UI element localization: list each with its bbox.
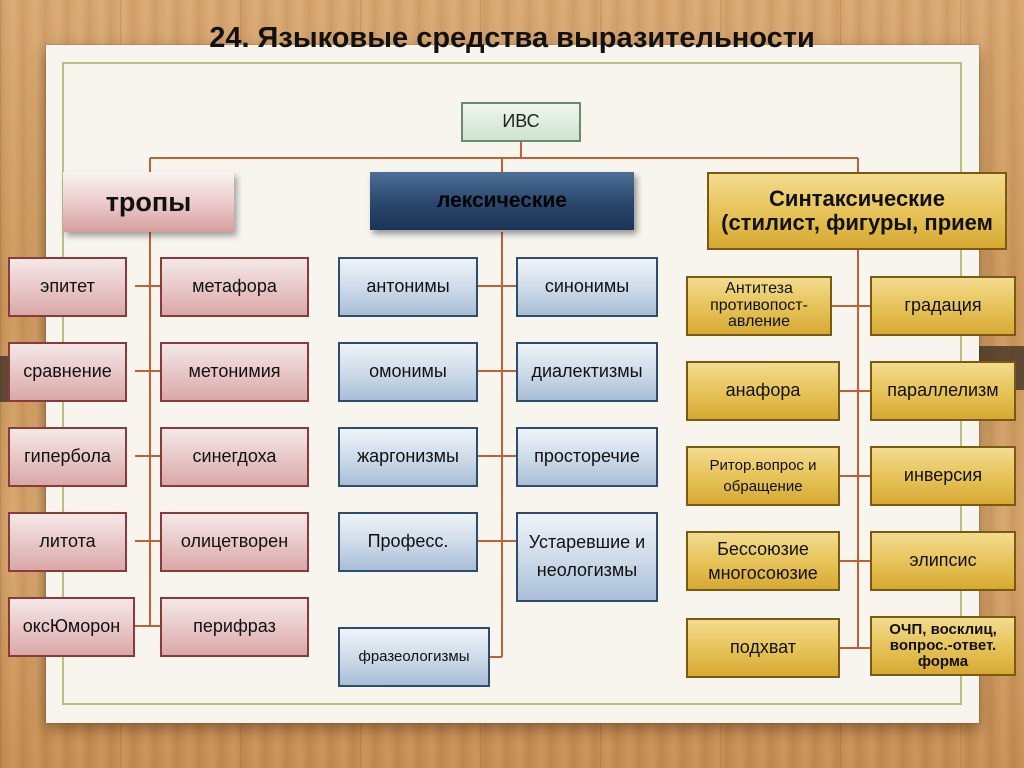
lexical-item-professional: Професс. xyxy=(338,512,478,572)
syntactic-item-ellipsis: элипсис xyxy=(870,531,1016,591)
tropes-item-epithet: эпитет xyxy=(8,257,127,317)
syntactic-item-asyndeton-polysyndeton: Бессоюзие многосоюзие xyxy=(686,531,840,591)
slide-title: 24. Языковые средства выразительности xyxy=(209,22,815,54)
syntactic-item-anaphora: анафора xyxy=(686,361,840,421)
lexical-item-phraseologisms: фразеологизмы xyxy=(338,627,490,687)
syntactic-item-rhetorical-question: Ритор.вопрос и обращение xyxy=(686,446,840,506)
lexical-item-jargon: жаргонизмы xyxy=(338,427,478,487)
category-syntactic: Синтаксические (стилист, фигуры, прием xyxy=(707,172,1007,250)
category-tropes: тропы xyxy=(63,172,234,232)
tropes-item-hyperbole: гипербола xyxy=(8,427,127,487)
lexical-item-dialectisms: диалектизмы xyxy=(516,342,658,402)
lexical-item-synonyms: синонимы xyxy=(516,257,658,317)
lexical-item-homonyms: омонимы xyxy=(338,342,478,402)
tropes-item-comparison: сравнение xyxy=(8,342,127,402)
syntactic-item-homogeneous-members: ОЧП, восклиц, вопрос.-ответ. форма xyxy=(870,616,1016,676)
syntactic-item-antithesis: Антитеза противопост-авление xyxy=(686,276,832,336)
tropes-item-oxymoron: оксЮморон xyxy=(8,597,135,657)
syntactic-item-anadiplosis: подхват xyxy=(686,618,840,678)
tropes-item-periphrasis: перифраз xyxy=(160,597,309,657)
category-lexical: лексические xyxy=(370,172,634,230)
lexical-item-vernacular: просторечие xyxy=(516,427,658,487)
root-node-ivs: ИВС xyxy=(461,102,581,142)
tropes-item-personification: олицетворен xyxy=(160,512,309,572)
syntactic-item-parallelism: параллелизм xyxy=(870,361,1016,421)
tropes-item-metaphor: метафора xyxy=(160,257,309,317)
lexical-item-archaisms-neologisms: Устаревшие и неологизмы xyxy=(516,512,658,602)
tropes-item-synecdoche: синегдоха xyxy=(160,427,309,487)
syntactic-item-gradation: градация xyxy=(870,276,1016,336)
tropes-item-litotes: литота xyxy=(8,512,127,572)
lexical-item-antonyms: антонимы xyxy=(338,257,478,317)
tropes-item-metonymy: метонимия xyxy=(160,342,309,402)
syntactic-item-inversion: инверсия xyxy=(870,446,1016,506)
